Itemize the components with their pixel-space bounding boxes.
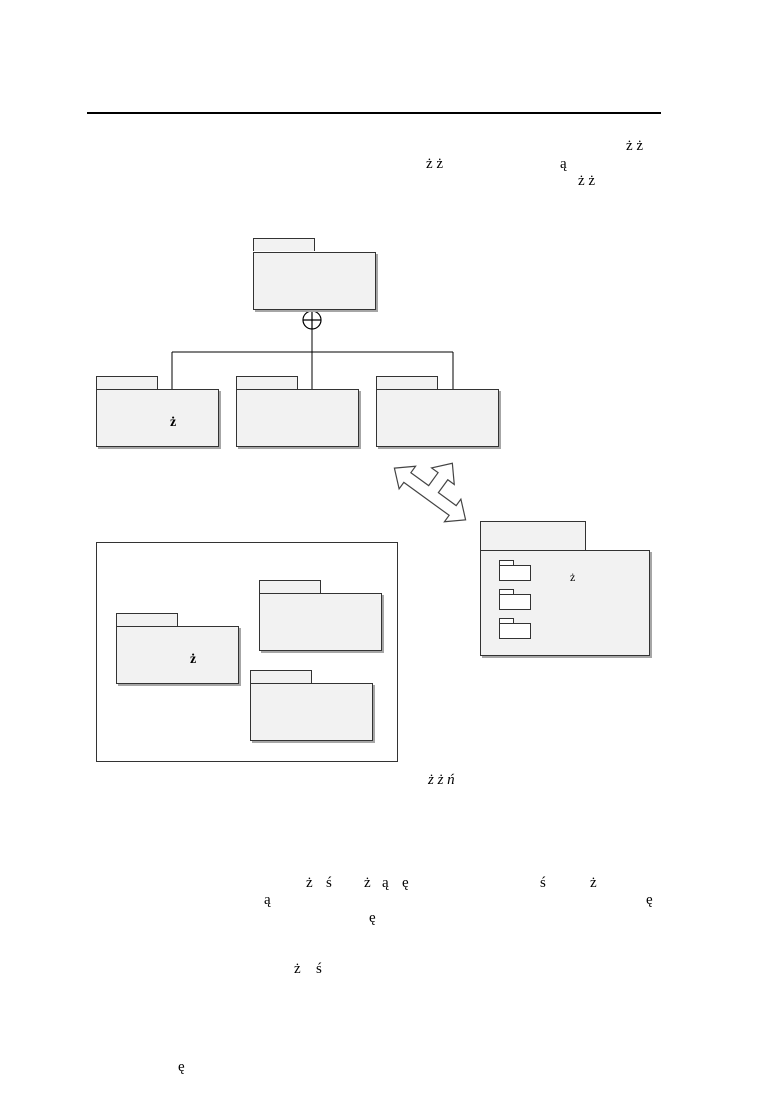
- header-text-fragment: ż ż: [426, 156, 444, 172]
- body-text-fragment: ę: [646, 892, 653, 908]
- frame-package-left-label: ż: [190, 652, 197, 667]
- body-text-fragment: ą: [264, 892, 271, 908]
- body-text-fragment: ż: [590, 875, 597, 891]
- body-text-fragment: ś: [316, 961, 322, 977]
- body-text-fragment: ę: [369, 910, 376, 926]
- header-rule: [87, 112, 661, 114]
- header-text-fragment: ą: [560, 156, 567, 172]
- figure-caption: ż ż ń: [428, 772, 455, 788]
- mini-package-1-label: ż: [570, 570, 576, 584]
- body-text-fragment: ż: [306, 875, 313, 891]
- body-text-fragment: ś: [326, 875, 332, 891]
- body-text-fragment: ś: [540, 875, 546, 891]
- body-text-fragment: ą: [382, 875, 389, 891]
- body-text-fragment: ę: [402, 875, 409, 891]
- body-text-fragment: ż: [364, 875, 371, 891]
- package-child-left-label: ż: [170, 415, 177, 430]
- composition-circle-plus-icon: [302, 310, 322, 330]
- header-text-fragment: ż ż: [578, 173, 596, 189]
- body-text-fragment: ę: [178, 1059, 185, 1075]
- three-way-arrow-icon: [393, 462, 467, 523]
- header-text-fragment: ż ż: [626, 138, 644, 154]
- body-text-fragment: ż: [294, 961, 301, 977]
